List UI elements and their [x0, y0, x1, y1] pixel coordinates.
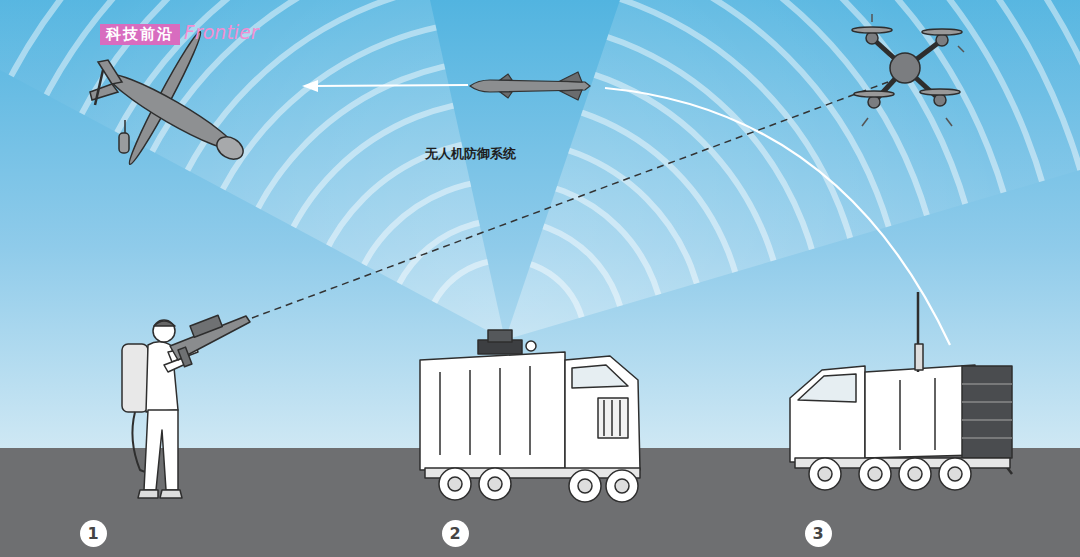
callout-number: 3 [805, 520, 832, 547]
launcher-truck [790, 292, 1012, 490]
callout-digit: 2 [449, 524, 460, 543]
callout-number: 2 [442, 520, 469, 547]
missile-trajectory [605, 88, 950, 345]
brand-subtitle: Frontier [184, 21, 259, 43]
soldier [122, 315, 250, 498]
callout-digit: 1 [87, 524, 98, 543]
missile [470, 72, 590, 100]
node-text: 科技前沿 [106, 25, 174, 43]
arrowhead [302, 80, 318, 92]
system-title: 无人机防御系统 [425, 145, 516, 163]
callout-number: 1 [80, 520, 107, 547]
brand-tag: 科技前沿 [100, 24, 180, 45]
callout-digit: 3 [812, 524, 823, 543]
quadcopter [852, 14, 964, 126]
missile-trajectory-arrow [312, 85, 468, 86]
fixed-wing-drone [90, 29, 247, 167]
jammer-beam [252, 82, 888, 318]
radar-truck [420, 330, 640, 502]
